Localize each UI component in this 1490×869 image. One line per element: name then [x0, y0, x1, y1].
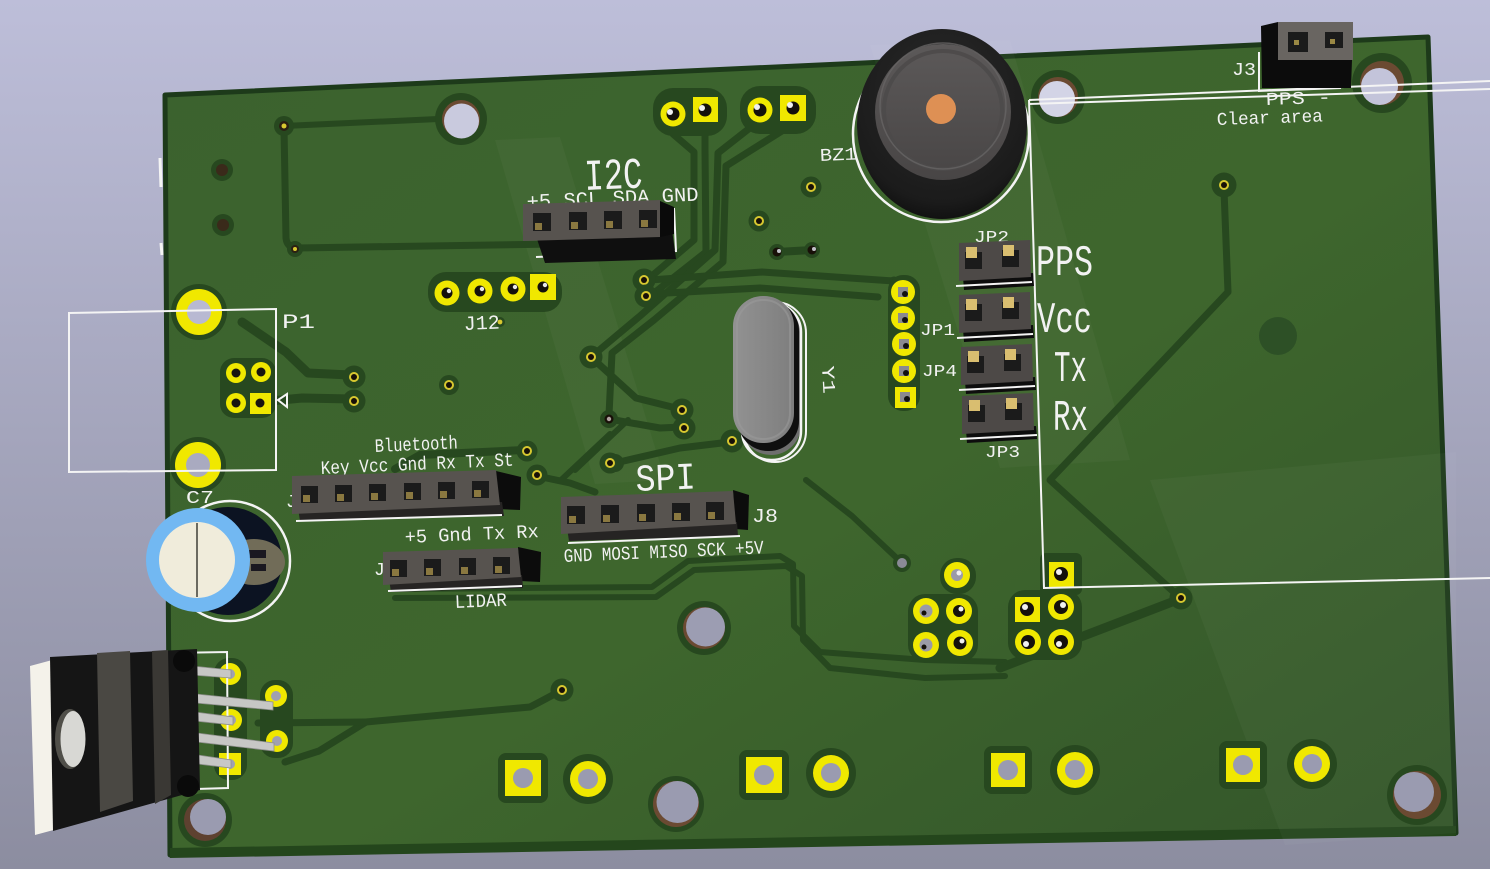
svg-text:P1: P1: [282, 312, 315, 335]
svg-text:I2C: I2C: [583, 152, 643, 204]
svg-text:J8: J8: [752, 506, 778, 528]
svg-text:J12: J12: [463, 312, 500, 337]
svg-text:Y1: Y1: [816, 365, 837, 394]
svg-text:BZ1: BZ1: [819, 145, 857, 167]
svg-text:J3: J3: [1232, 61, 1256, 81]
svg-text:Vcc: Vcc: [1037, 296, 1092, 346]
svg-text:Bluetooth: Bluetooth: [374, 432, 458, 458]
svg-text:JP4: JP4: [922, 363, 957, 382]
svg-text:JP3: JP3: [985, 444, 1020, 463]
svg-text:Tx: Tx: [1054, 345, 1087, 395]
svg-text:LIDAR: LIDAR: [454, 590, 507, 614]
svg-text:Rx: Rx: [1053, 394, 1088, 444]
svg-text:C7: C7: [186, 489, 214, 509]
svg-text:PPS -: PPS -: [1266, 89, 1332, 111]
svg-text:Clear area: Clear area: [1217, 107, 1324, 131]
svg-text:PPS: PPS: [1036, 239, 1093, 289]
svg-text:JP1: JP1: [920, 322, 955, 341]
